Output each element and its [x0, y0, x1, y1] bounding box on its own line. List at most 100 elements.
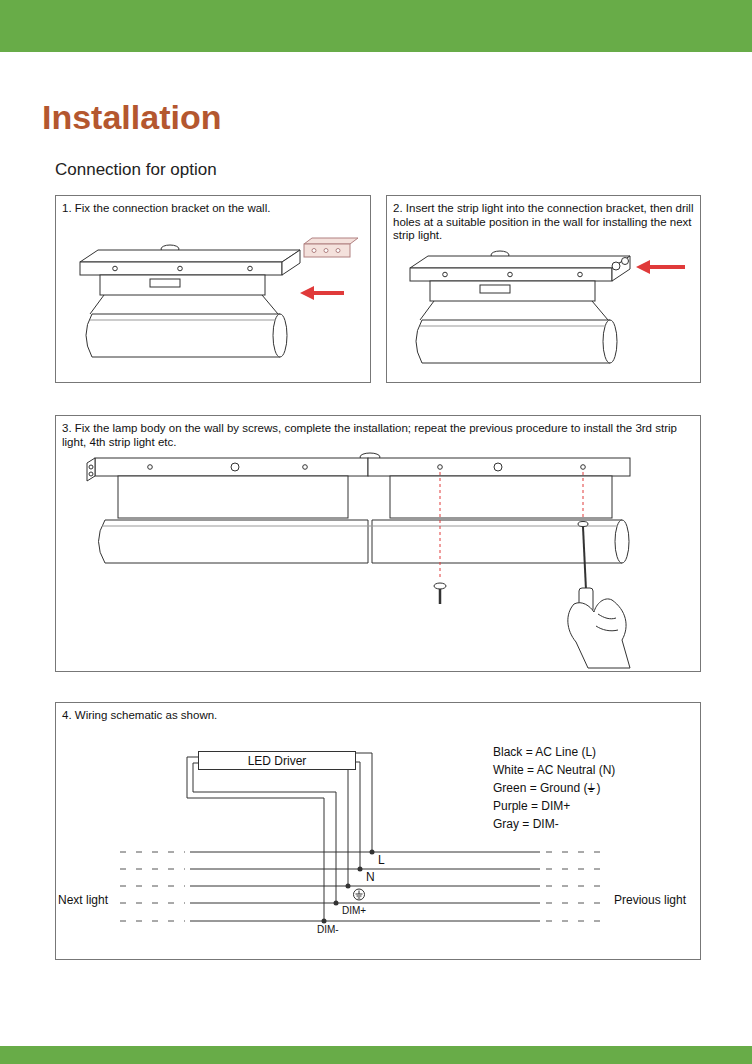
connection-bracket [324, 249, 328, 253]
fixture-drawing [80, 245, 300, 357]
fixture-drawing [622, 258, 629, 265]
junction-dot [358, 867, 363, 872]
fixture-drawing [80, 245, 300, 357]
wire-bus [190, 886, 540, 887]
connection-bracket [304, 244, 350, 257]
junction-dot [370, 850, 375, 855]
section-heading: Connection for option [55, 160, 217, 180]
wire-continuation [120, 852, 185, 853]
step-panel: 2. Insert the strip light into the conne… [386, 195, 701, 383]
installed-fixtures [368, 458, 630, 476]
legend-text: Purple = DIM+ [493, 800, 570, 814]
wire-continuation [120, 886, 185, 887]
connection-bracket [304, 238, 358, 257]
insert-arrow [300, 286, 314, 300]
screw-guide [440, 472, 583, 578]
screw-guide [440, 472, 441, 578]
legend-text: Gray = DIM- [493, 818, 559, 832]
fixture-drawing [612, 258, 629, 271]
driver-box: LED Driver [198, 751, 356, 770]
installed-fixtures [581, 465, 586, 470]
wire-continuation [546, 921, 600, 922]
junction-dot [322, 850, 375, 924]
wire-bus [190, 921, 540, 922]
installed-fixtures [494, 463, 502, 471]
ground-symbol [354, 889, 365, 900]
driver-wires [187, 757, 324, 921]
page-title: Installation [42, 98, 221, 137]
insert-arrow [300, 286, 344, 300]
wire-bus [190, 852, 540, 921]
insert-arrow [648, 265, 685, 269]
installed-fixtures [87, 458, 95, 481]
hand-screwdriver [583, 527, 586, 590]
step-panel: 3. Fix the lamp body on the wall by scre… [55, 415, 701, 672]
ground-symbol [354, 889, 365, 900]
junction-dot [334, 901, 339, 906]
driver-wires [348, 770, 349, 886]
screw [434, 522, 588, 605]
wire-label: L [377, 854, 386, 868]
wire-bus [190, 852, 540, 853]
driver-wires [187, 753, 372, 921]
wire-continuation [120, 921, 185, 922]
insert-arrow [636, 260, 685, 274]
step-text: 1. Fix the connection bracket on the wal… [62, 202, 364, 216]
connection-bracket [336, 249, 340, 253]
bottom-bar [0, 1046, 752, 1064]
wire-continuation [120, 869, 185, 870]
driver-label: LED Driver [248, 754, 307, 768]
wire-continuation [120, 903, 185, 904]
screw-guide [583, 472, 584, 518]
ground-symbol [358, 898, 360, 899]
installed-fixtures [87, 453, 630, 563]
driver-wires [356, 753, 372, 852]
wire-label: DIM+ [341, 905, 367, 917]
fixture-drawing [410, 251, 630, 363]
fixture-drawing [612, 262, 620, 270]
screw [439, 589, 442, 604]
hand-screwdriver [568, 599, 630, 668]
installed-fixtures [148, 465, 153, 470]
hand-screwdriver [568, 527, 630, 668]
screw [434, 583, 446, 589]
step-text: 4. Wiring schematic as shown. [62, 709, 694, 723]
junction-dot [322, 919, 327, 924]
installed-fixtures [231, 463, 239, 471]
installed-fixtures [390, 476, 612, 518]
installed-fixtures [89, 465, 93, 469]
step-panel: 4. Wiring schematic as shown. LED Driver [55, 702, 701, 960]
installed-fixtures [95, 458, 368, 476]
ground-symbol [359, 891, 360, 895]
wire-continuation [546, 852, 600, 853]
legend-text: Black = AC Line (L) [493, 746, 596, 760]
direction-label: Previous light [614, 894, 686, 908]
ground-symbol [356, 894, 363, 895]
hand-screwdriver [596, 626, 618, 631]
wire-continuation [546, 903, 600, 904]
driver-wires [193, 763, 336, 903]
legend-text: White = AC Neutral (N) [493, 764, 615, 778]
step-text: 3. Fix the lamp body on the wall by scre… [62, 422, 694, 449]
wire-bus [190, 869, 540, 870]
wire-label: N [365, 871, 376, 885]
direction-label: Next light [58, 894, 108, 908]
installed-fixtures [438, 465, 443, 470]
installed-fixtures [303, 465, 308, 470]
top-bar [0, 0, 752, 52]
installed-fixtures [102, 526, 618, 527]
hand-screwdriver [598, 614, 616, 619]
fixture-drawing [410, 251, 630, 363]
installed-fixtures [118, 476, 348, 518]
wire-continuation [546, 869, 600, 870]
ground-symbol [357, 896, 362, 897]
step-text: 2. Insert the strip light into the conne… [393, 202, 694, 243]
step-panel: 1. Fix the connection bracket on the wal… [55, 195, 371, 383]
legend-text: Green = Ground (⏚) [493, 782, 600, 796]
screw [578, 522, 588, 527]
insert-arrow [312, 291, 344, 295]
wire-continuation [546, 886, 600, 887]
insert-arrow [636, 260, 650, 274]
junction-dot [346, 884, 351, 889]
installed-fixtures [89, 472, 93, 476]
